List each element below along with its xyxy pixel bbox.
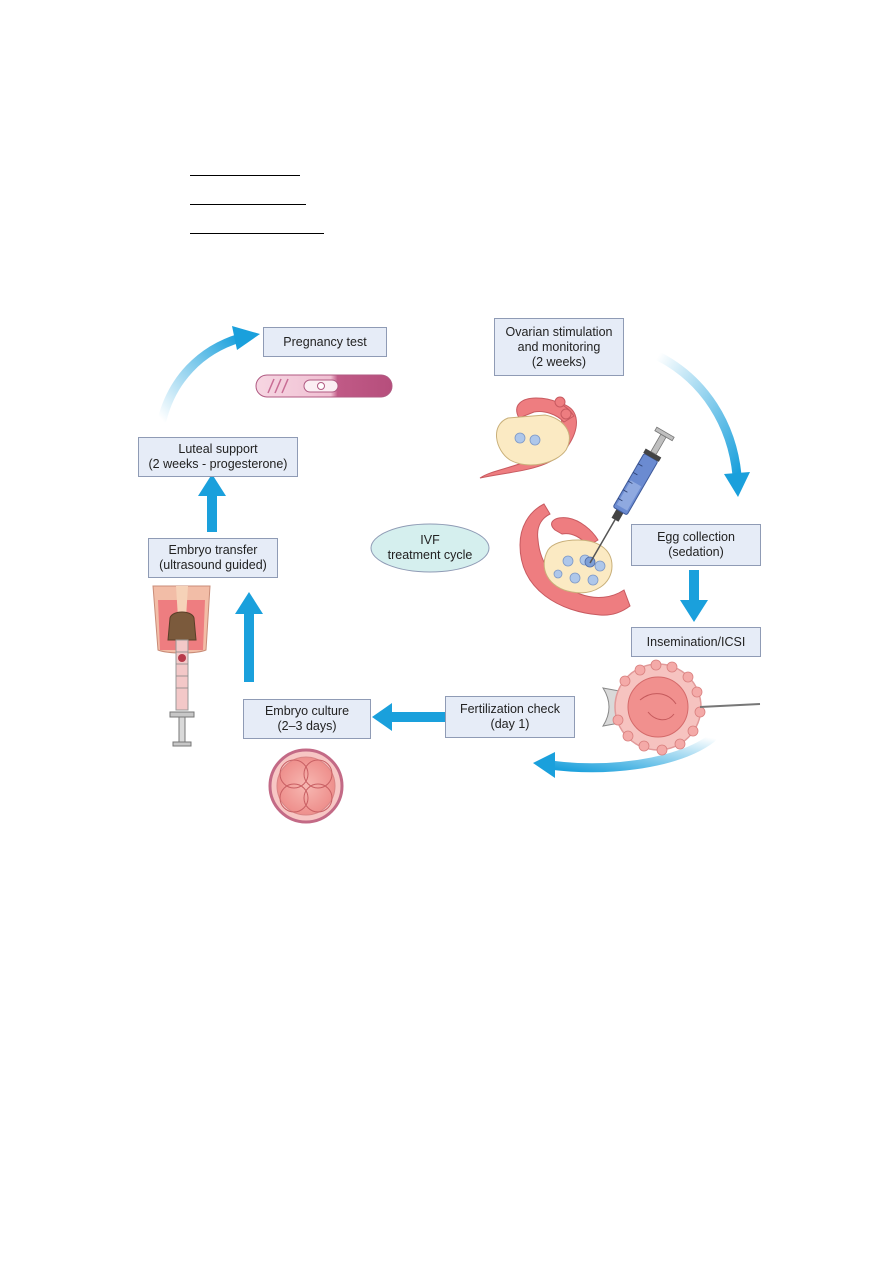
arrowhead [232, 326, 260, 350]
arrowhead [533, 752, 555, 778]
arc-arrow-ovarian-to-egg [653, 351, 742, 480]
pregnancy-test-stick-illustration [255, 374, 393, 398]
embryo-transfer-illustration [152, 585, 211, 747]
arrow-transfer-to-luteal [207, 494, 217, 532]
arrowhead [724, 472, 750, 497]
icsi-illustration [601, 659, 761, 756]
step-embryo-transfer: Embryo transfer (ultrasound guided) [148, 538, 278, 578]
step-luteal-support: Luteal support (2 weeks - progesterone) [138, 437, 298, 477]
step-pregnancy-test: Pregnancy test [263, 327, 387, 357]
arrow-culture-to-transfer [244, 612, 254, 682]
arrow-fertilization-to-culture [390, 712, 445, 722]
header-rule-2 [190, 204, 306, 205]
step-egg-collection: Egg collection (sedation) [631, 524, 761, 566]
embryo-illustration [268, 748, 344, 824]
arrow-egg-to-insemination [689, 570, 699, 602]
header-rule-3 [190, 233, 324, 234]
center-label: IVF treatment cycle [387, 533, 473, 562]
arrowhead [198, 474, 226, 496]
arc-arrow-luteal-to-pregnancy [157, 333, 245, 425]
egg-collection-illustration [519, 426, 675, 616]
step-insemination-icsi: Insemination/ICSI [631, 627, 761, 657]
center-ellipse [370, 523, 490, 573]
arrowhead [235, 592, 263, 614]
step-ovarian-stimulation: Ovarian stimulation and monitoring (2 we… [494, 318, 624, 376]
arrowhead [680, 600, 708, 622]
header-rule-1 [190, 175, 300, 176]
arrowhead [372, 703, 392, 731]
step-embryo-culture: Embryo culture (2–3 days) [243, 699, 371, 739]
step-fertilization-check: Fertilization check (day 1) [445, 696, 575, 738]
ovary-illustration [479, 396, 577, 479]
arc-arrow-insemination-to-fertilization [545, 733, 717, 773]
